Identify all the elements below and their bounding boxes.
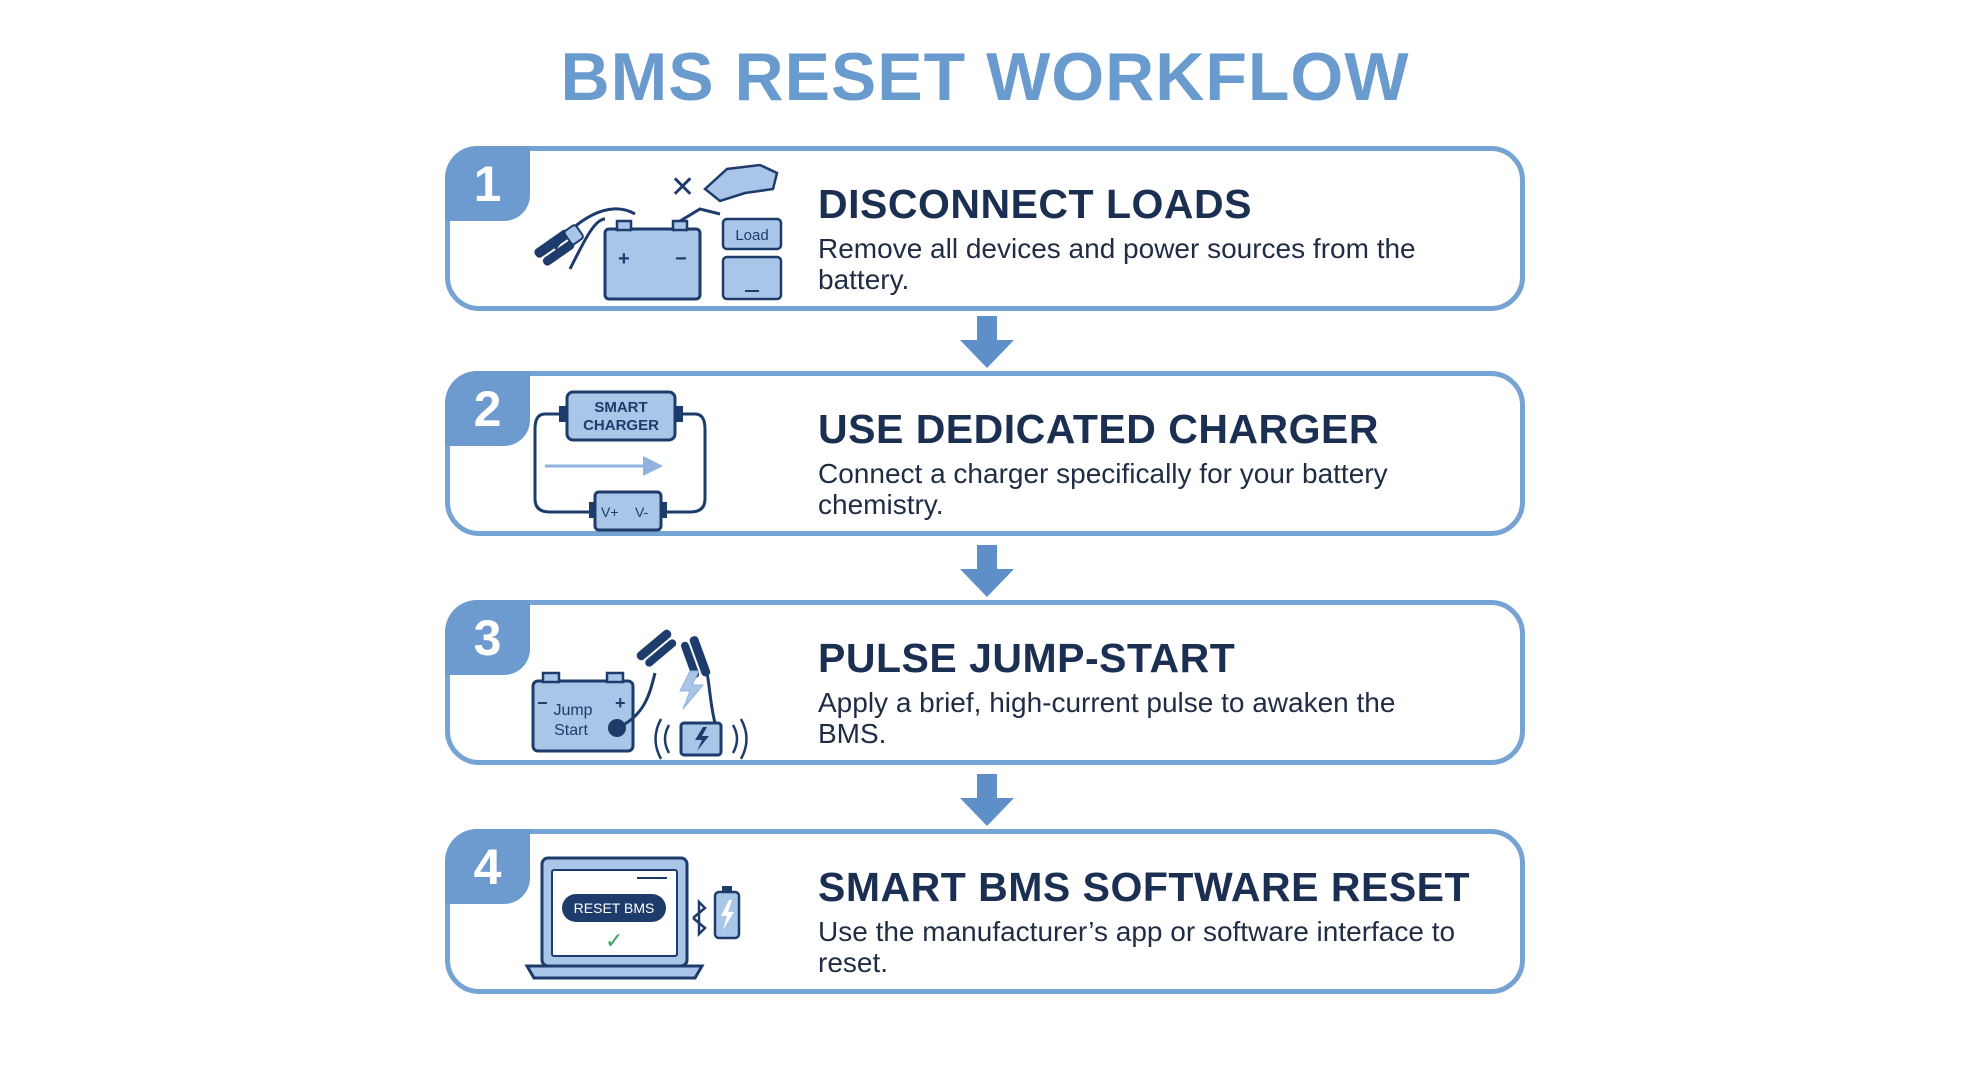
step-title: USE DEDICATED CHARGER: [818, 406, 1379, 452]
load-label: Load: [735, 227, 768, 244]
minus-sign: −: [675, 248, 687, 270]
step-description: Use the manufacturer’s app or software i…: [818, 916, 1456, 978]
reset-bms-button: RESET BMS: [574, 900, 655, 916]
step-2-card: 2 SMART CHARGER V+ V- USE DEDICATED CHAR…: [445, 371, 1525, 536]
jump-starter-icon: − + Jump Start: [531, 629, 748, 760]
plus-sign: +: [615, 693, 626, 713]
step-description: Apply a brief, high-current pulse to awa…: [818, 687, 1396, 749]
step-3-card: 3 − + Jump Start PULSE JUMP-START: [445, 600, 1525, 765]
charger-label-line2: CHARGER: [583, 417, 659, 434]
step-title: DISCONNECT LOADS: [818, 181, 1252, 227]
jump-label-line1: Jump: [553, 702, 592, 719]
jump-label-line2: Start: [554, 722, 588, 739]
minus-sign: −: [537, 693, 548, 713]
vplus-label: V+: [601, 504, 619, 520]
charger-label-line1: SMART: [594, 399, 647, 416]
step-4-card: 4 RESET BMS ✓ SMART BMS SOFTWARE RESET U…: [445, 829, 1525, 994]
step-number-badge: 2: [445, 371, 530, 446]
down-arrow-icon: [960, 774, 1014, 826]
down-arrow-icon: [960, 316, 1014, 368]
step-title: SMART BMS SOFTWARE RESET: [818, 864, 1471, 910]
disconnect-x-icon: ✕: [670, 170, 695, 205]
smart-charger-icon: SMART CHARGER V+ V-: [533, 390, 707, 532]
laptop-reset-icon: RESET BMS ✓: [524, 856, 741, 980]
step-description: Connect a charger specifically for your …: [818, 458, 1388, 520]
check-icon: ✓: [605, 929, 623, 954]
step-number-badge: 3: [445, 600, 530, 675]
step-number-badge: 1: [445, 146, 530, 221]
step-description: Remove all devices and power sources fro…: [818, 233, 1416, 295]
page-title: BMS RESET WORKFLOW: [560, 39, 1410, 115]
vminus-label: V-: [635, 504, 649, 520]
step-number-badge: 4: [445, 829, 530, 904]
battery-clamps-load-icon: + − ✕ Load: [534, 163, 783, 301]
step-title: PULSE JUMP-START: [818, 635, 1236, 681]
step-1-card: 1 + − ✕ Load DISCONNECT LOADS Remove all…: [445, 146, 1525, 311]
plus-sign: +: [618, 248, 630, 270]
down-arrow-icon: [960, 545, 1014, 597]
